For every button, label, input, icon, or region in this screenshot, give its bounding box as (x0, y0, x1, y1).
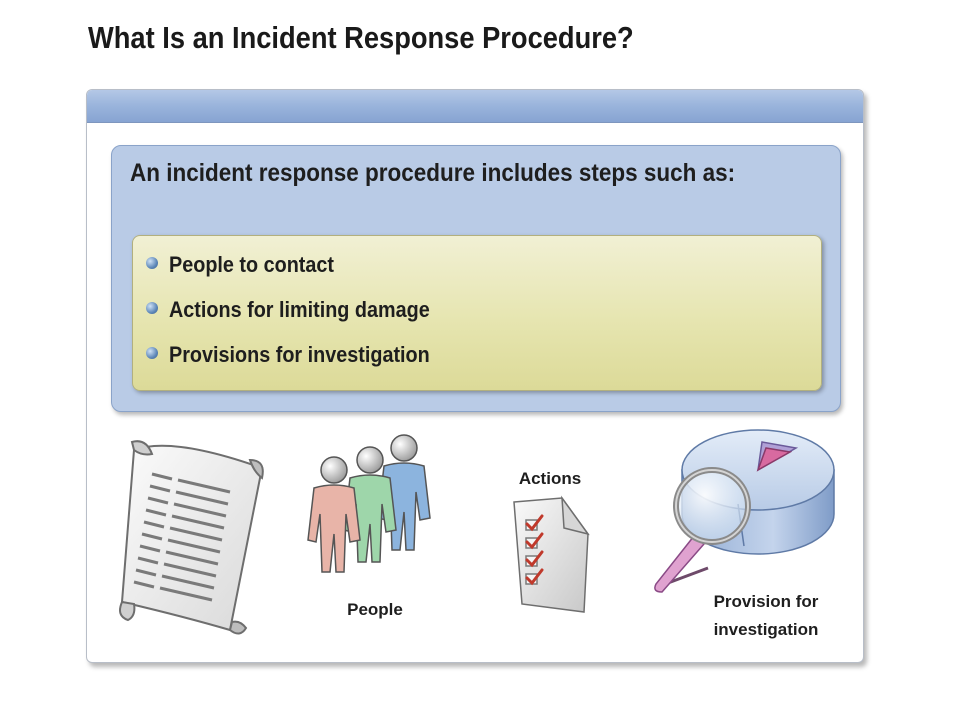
bullet-icon (146, 347, 158, 359)
provision-caption-line2: investigation (713, 620, 819, 639)
bullet-text: Provisions for investigation (169, 342, 430, 367)
bullet-box (132, 235, 822, 391)
magnifier-pie-chart-icon (650, 426, 850, 601)
actions-caption: Actions (518, 469, 582, 488)
provision-caption-line1: Provision for (713, 592, 819, 611)
bullet-icon (146, 302, 158, 314)
people-caption: People (347, 600, 403, 619)
bullet-icon (146, 257, 158, 269)
slide-title: What Is an Incident Response Procedure? (88, 20, 634, 55)
panel-header-bar (87, 90, 863, 123)
people-group-icon (300, 432, 440, 587)
bullet-text: Actions for limiting damage (169, 297, 430, 322)
intro-text: An incident response procedure includes … (130, 159, 736, 187)
scroll-document-icon (112, 434, 272, 644)
checklist-icon (504, 494, 600, 623)
bullet-text: People to contact (169, 252, 335, 277)
